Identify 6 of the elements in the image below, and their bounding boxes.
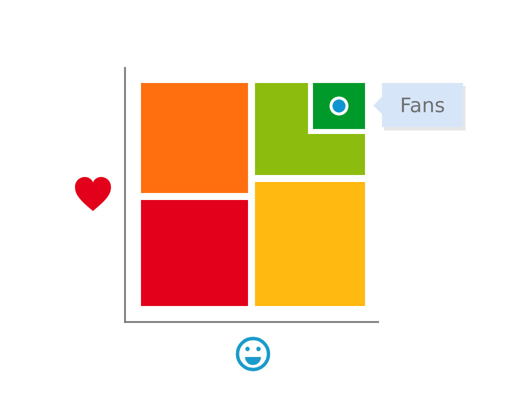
quadrant [255,83,365,175]
callout: Fans [382,83,466,130]
quadrant [255,182,365,306]
quadrant [141,200,248,306]
quadrant [141,83,248,193]
callout-pointer [373,96,382,114]
